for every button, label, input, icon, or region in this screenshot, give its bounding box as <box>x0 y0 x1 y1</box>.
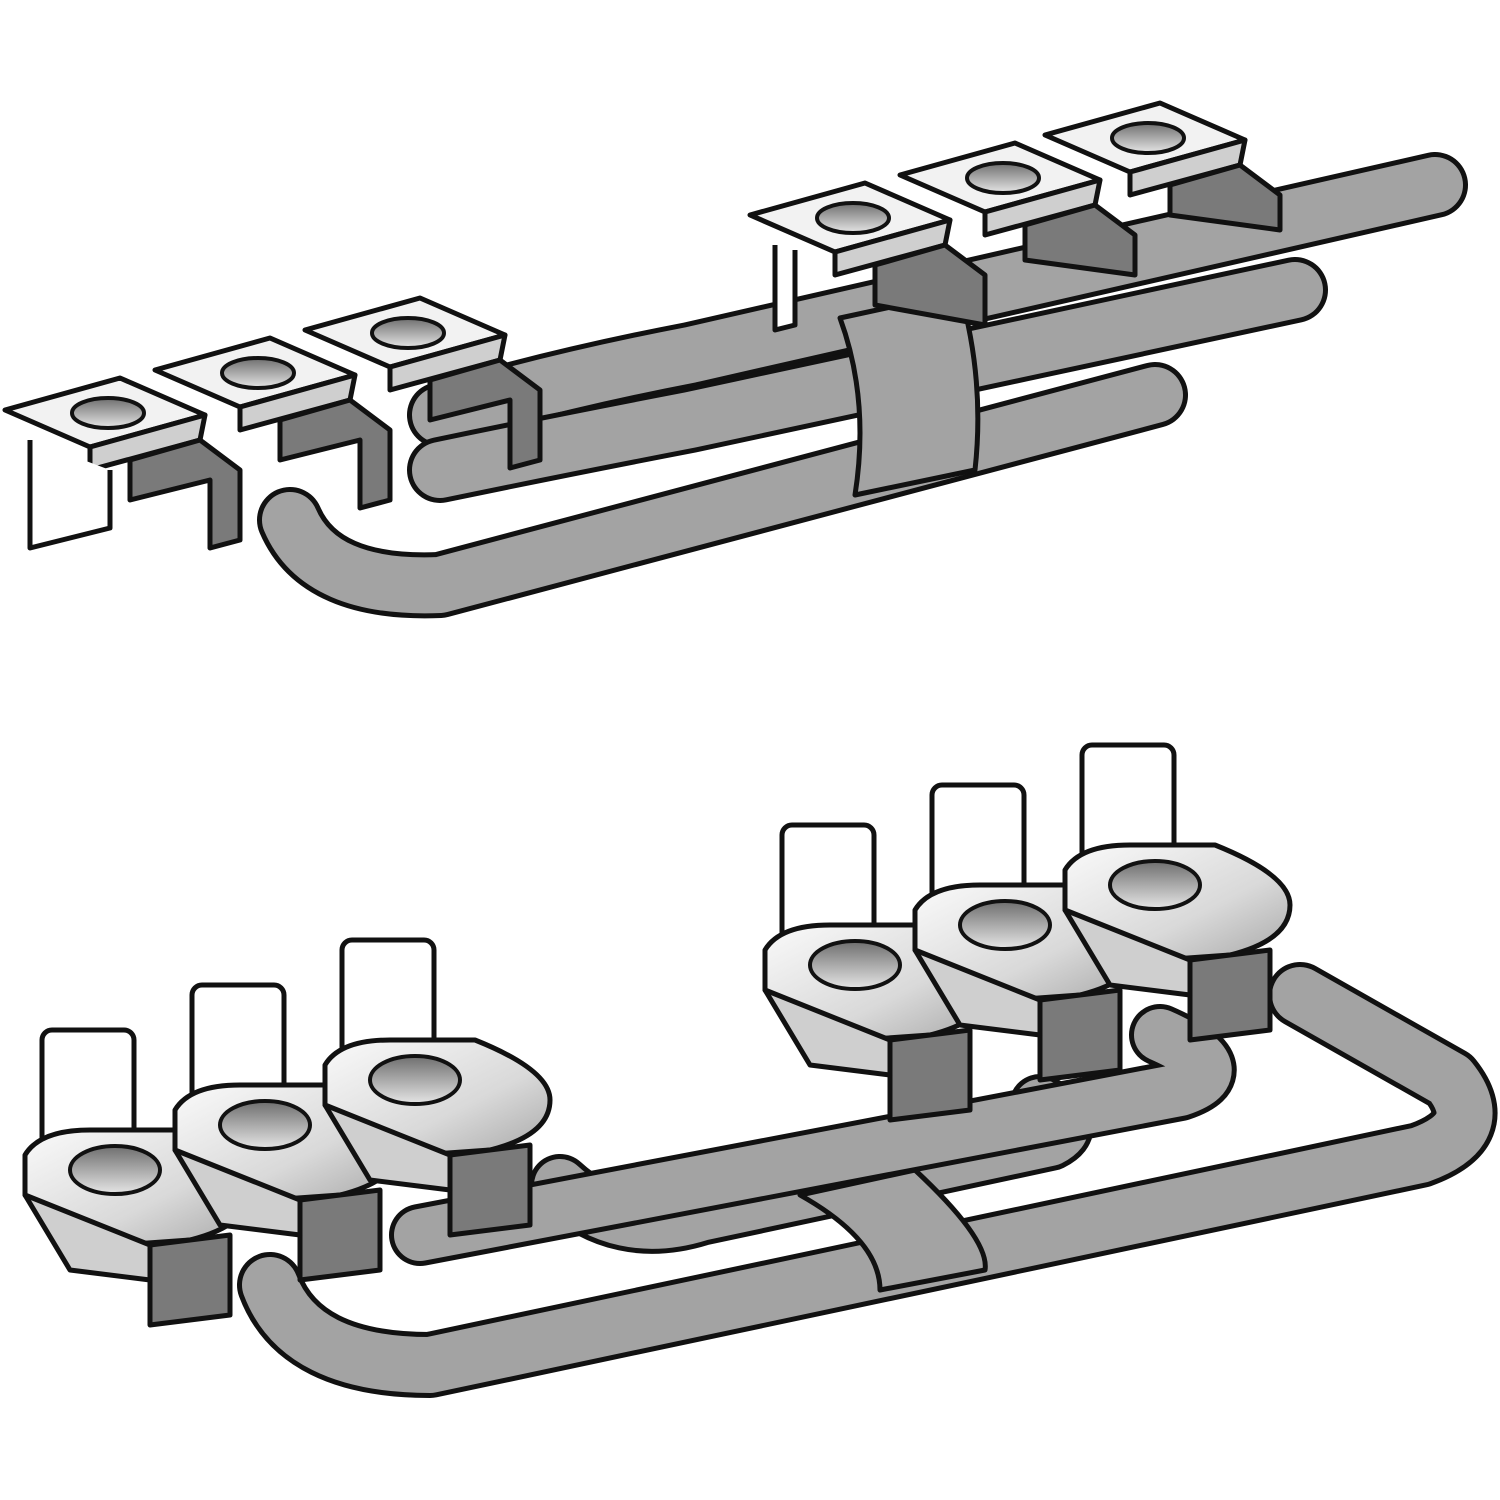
lower-right-terminals <box>762 742 1293 1123</box>
upper-right-terminals <box>747 100 1283 333</box>
upper-cable-middle <box>407 257 1328 503</box>
lower-cable-middle <box>389 1004 1237 1266</box>
upper-link-kit <box>2 100 1468 619</box>
upper-left-terminals <box>2 295 543 551</box>
lower-left-terminals <box>22 937 553 1328</box>
lower-cable-front <box>237 962 1498 1398</box>
upper-cable-tie <box>837 289 981 498</box>
lower-link-kit <box>22 742 1498 1398</box>
upper-cable-front <box>257 362 1188 619</box>
lower-cable-tie <box>797 1167 988 1293</box>
